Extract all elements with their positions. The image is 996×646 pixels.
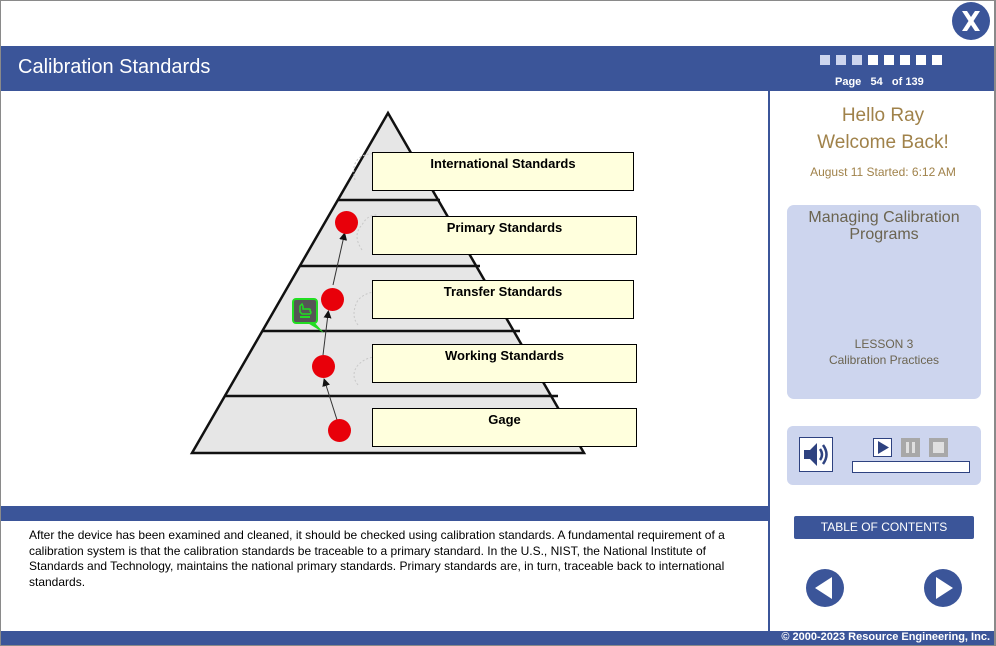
- progress-square: [884, 55, 894, 65]
- pause-icon: [906, 442, 915, 453]
- marker-primary: [335, 211, 358, 234]
- progress-square: [932, 55, 942, 65]
- play-button[interactable]: [873, 438, 892, 457]
- pointer-tail: [306, 322, 324, 333]
- level-working-standards[interactable]: Working Standards: [372, 344, 637, 383]
- level-international-standards[interactable]: International Standards: [372, 152, 634, 191]
- stop-icon: [933, 442, 944, 453]
- arrow-right-icon: [936, 577, 953, 599]
- stop-button[interactable]: [929, 438, 948, 457]
- progress-square: [916, 55, 926, 65]
- page-total: of 139: [891, 76, 924, 88]
- hand-pointer-icon[interactable]: [292, 298, 318, 324]
- course-title: Managing Calibration Programs: [808, 209, 960, 243]
- welcome-panel: Hello Ray Welcome Back! August 11 Starte…: [770, 103, 996, 179]
- copyright-text: © 2000-2023 Resource Engineering, Inc.: [781, 631, 990, 643]
- session-start: August 11 Started: 6:12 AM: [810, 165, 956, 179]
- arrow-left-icon: [815, 577, 832, 599]
- close-button[interactable]: [952, 2, 990, 40]
- progress-square: [900, 55, 910, 65]
- page-title: Calibration Standards: [18, 56, 211, 78]
- marker-working: [312, 355, 335, 378]
- table-of-contents-button[interactable]: TABLE OF CONTENTS: [794, 516, 974, 539]
- title-bar: Calibration Standards Page 54 of 139: [1, 46, 994, 91]
- sidebar-divider: [768, 91, 770, 631]
- level-transfer-standards[interactable]: Transfer Standards: [372, 280, 634, 319]
- speaker-button[interactable]: [799, 437, 833, 472]
- marker-gage: [328, 419, 351, 442]
- welcome-message: Welcome Back!: [817, 132, 949, 153]
- next-page-button[interactable]: [924, 569, 962, 607]
- lesson-title: Calibration Practices: [828, 353, 940, 367]
- progress-square: [836, 55, 846, 65]
- caption-text: After the device has been examined and c…: [29, 528, 725, 589]
- page-current: 54: [870, 76, 883, 88]
- marker-transfer: [321, 288, 344, 311]
- progress-square: [852, 55, 862, 65]
- progress-indicator: [820, 55, 942, 65]
- level-primary-standards[interactable]: Primary Standards: [372, 216, 637, 255]
- audio-player: [787, 426, 981, 485]
- page-prefix: Page: [835, 76, 862, 88]
- progress-square: [868, 55, 878, 65]
- greeting: Hello Ray: [841, 105, 925, 126]
- page-counter: Page 54 of 139: [835, 76, 924, 88]
- level-gage[interactable]: Gage: [372, 408, 637, 447]
- previous-page-button[interactable]: [806, 569, 844, 607]
- pause-button[interactable]: [901, 438, 920, 457]
- progress-square: [820, 55, 830, 65]
- audio-progress-bar[interactable]: [852, 461, 970, 473]
- footer-bar: © 2000-2023 Resource Engineering, Inc.: [1, 631, 994, 645]
- play-icon: [878, 441, 889, 454]
- standards-pyramid-diagram: International Standards Primary Standard…: [180, 105, 650, 465]
- lesson-number: LESSON 3: [854, 337, 914, 351]
- close-x-icon: [962, 11, 980, 31]
- lesson-info: LESSON 3 Calibration Practices: [787, 336, 981, 368]
- caption-bar: [1, 506, 768, 521]
- course-info-card: Managing Calibration Programs LESSON 3 C…: [787, 205, 981, 399]
- speaker-icon: [804, 443, 828, 466]
